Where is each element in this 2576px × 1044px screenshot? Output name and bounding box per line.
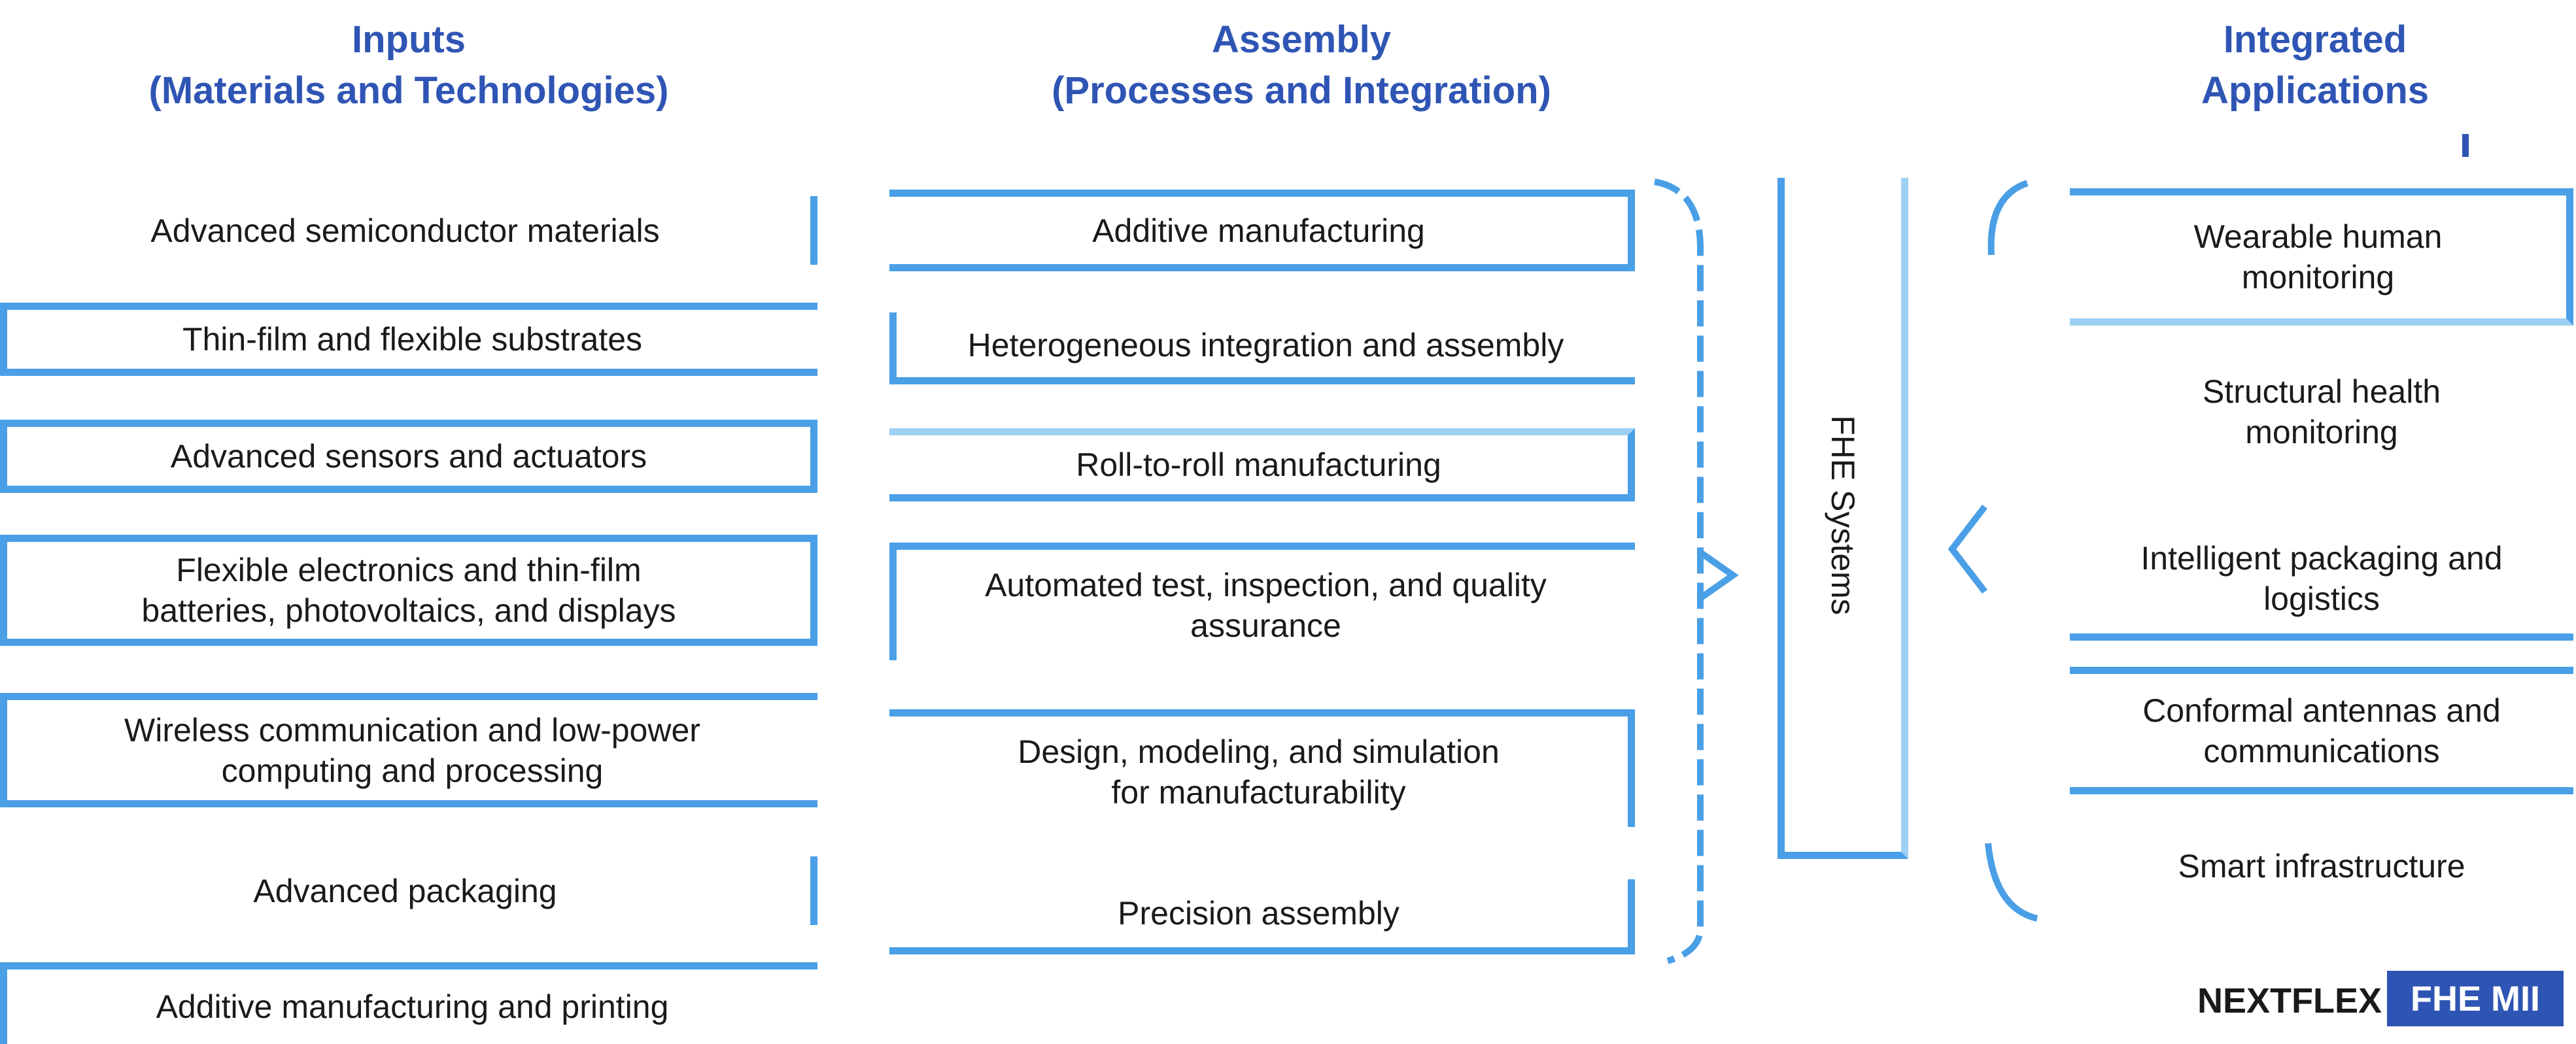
application-item: Structural health monitoring bbox=[2070, 353, 2573, 471]
assembly-item: Design, modeling, and simulation for man… bbox=[889, 709, 1635, 827]
application-item: Intelligent packaging and logistics bbox=[2070, 523, 2573, 641]
arrow-from-fhe-icon bbox=[1948, 504, 1987, 594]
assembly-bracket bbox=[1654, 178, 1704, 964]
assembly-item: Automated test, inspection, and quality … bbox=[889, 543, 1635, 660]
input-item: Advanced packaging bbox=[0, 856, 817, 925]
input-item: Advanced sensors and actuators bbox=[0, 420, 817, 493]
fhe-systems-box: FHE Systems bbox=[1777, 178, 1908, 859]
column-header-assembly: Assembly (Processes and Integration) bbox=[889, 14, 1713, 116]
input-item: Thin-film and flexible substrates bbox=[0, 303, 817, 376]
column-header-inputs-line1: Inputs bbox=[352, 18, 466, 61]
column-header-applications-line1: Integrated bbox=[2223, 18, 2407, 61]
applications-bracket bbox=[1987, 180, 2029, 256]
assembly-item: Roll-to-roll manufacturing bbox=[889, 428, 1635, 501]
input-item: Additive manufacturing and printing bbox=[0, 962, 817, 1044]
column-header-applications: Integrated Applications bbox=[2112, 14, 2518, 116]
column-header-assembly-line1: Assembly bbox=[1211, 18, 1392, 61]
column-header-inputs-line2: (Materials and Technologies) bbox=[148, 69, 669, 112]
column-header-assembly-line2: (Processes and Integration) bbox=[1052, 69, 1551, 112]
column-header-applications-line2: Applications bbox=[2201, 69, 2430, 112]
column-header-inputs: Inputs (Materials and Technologies) bbox=[0, 14, 817, 116]
applications-bracket bbox=[1985, 843, 2038, 922]
assembly-item: Additive manufacturing bbox=[889, 190, 1635, 271]
application-item: Smart infrastructure bbox=[2070, 830, 2573, 902]
application-item: Conformal antennas and communications bbox=[2070, 667, 2573, 794]
nextflex-logo-word: NEXTFLEX bbox=[2197, 981, 2382, 1020]
fhe-mii-badge: FHE MII bbox=[2387, 971, 2564, 1026]
assembly-item: Precision assembly bbox=[889, 879, 1635, 954]
input-item: Wireless communication and low-power com… bbox=[0, 693, 817, 807]
arrow-to-fhe-icon bbox=[1698, 549, 1739, 601]
input-item: Flexible electronics and thin-film batte… bbox=[0, 535, 817, 646]
input-item: Advanced semiconductor materials bbox=[0, 196, 817, 265]
application-item: Wearable human monitoring bbox=[2070, 188, 2573, 326]
assembly-item: Heterogeneous integration and assembly bbox=[889, 312, 1635, 384]
